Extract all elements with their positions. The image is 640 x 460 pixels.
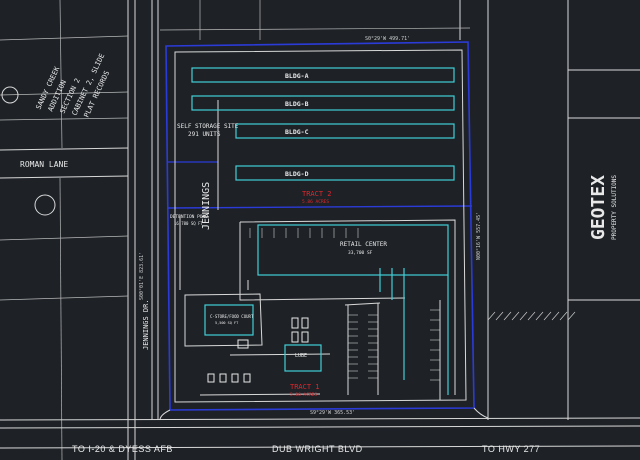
dub-wright-blvd-road (0, 417, 640, 449)
building-c-label: BLDG-C (285, 128, 309, 136)
road-label-center: DUB WRIGHT BLVD (272, 444, 363, 454)
small-structures (207, 317, 309, 383)
left-lot-lines (0, 0, 129, 460)
parking-stalls (249, 228, 440, 381)
lot-markers (1, 86, 56, 216)
left-bearing-text: S00°01'E 823.61' (139, 252, 145, 300)
right-parking-stripes (487, 311, 576, 321)
road-label-left: TO I-20 & DYESS AFB (72, 444, 173, 454)
bearing-annotations: S00°01'E 823.61' N00°16'W 557.45' S0°29'… (139, 36, 482, 416)
building-b-label: BLDG-B (285, 100, 309, 108)
geotex-logo: GEOTEX PROPERTY SOLUTIONS (588, 175, 618, 240)
building-b (191, 95, 455, 111)
retail-area-label: 33,700 SF (348, 250, 373, 256)
lube-label: LUBE (295, 353, 307, 359)
detention-pond-label: DETENTION POND (170, 214, 208, 220)
tract-2-label: TRACT 2 (302, 190, 332, 198)
building-c (235, 123, 455, 139)
detention-area-label: 16,780 SQ FT (174, 221, 203, 226)
cstore-building (204, 304, 254, 336)
tract-1-label: TRACT 1 (290, 383, 320, 391)
top-bearing-text: S0°29'W 499.71' (365, 36, 410, 42)
tract-1-acres-label: 5.86 ACRES (290, 392, 317, 398)
building-a-label: BLDG-A (285, 72, 309, 80)
storage-units-label: 291 UNITS (188, 131, 221, 138)
cstore-area-label: 5,500 SQ FT (215, 321, 239, 325)
self-storage-label: SELF STORAGE SITE (177, 123, 239, 130)
cstore-label: C-STORE/FOOD COURT (210, 314, 254, 319)
retail-center-building (257, 224, 449, 276)
tract-2-acres-label: 5.86 ACRES (302, 199, 329, 205)
lube-building (284, 344, 322, 372)
storage-buildings (191, 67, 455, 395)
top-lot-lines (159, 0, 471, 40)
jennings-label: JENNINGS (201, 182, 212, 230)
geotex-logo-subtext: PROPERTY SOLUTIONS (611, 175, 618, 240)
jennings-dr-label: JENNINGS DR. (142, 299, 150, 350)
geotex-logo-text: GEOTEX (588, 175, 609, 240)
jennings-dr-road (127, 0, 159, 460)
tract-divider-line (167, 205, 473, 209)
roman-lane-road (0, 147, 129, 179)
bottom-bearing-text: S9°29'W 365.53' (310, 410, 355, 416)
retail-center-label: RETAIL CENTER (340, 241, 387, 248)
building-a (191, 67, 455, 83)
site-linework (159, 49, 489, 421)
road-label-right: TO HWY 277 (482, 444, 541, 454)
right-bearing-text: N00°16'W 557.45' (476, 212, 482, 260)
roman-lane-label: ROMAN LANE (20, 160, 68, 169)
building-d (235, 165, 455, 181)
right-side-lines (459, 0, 640, 420)
building-d-label: BLDG-D (285, 170, 309, 178)
